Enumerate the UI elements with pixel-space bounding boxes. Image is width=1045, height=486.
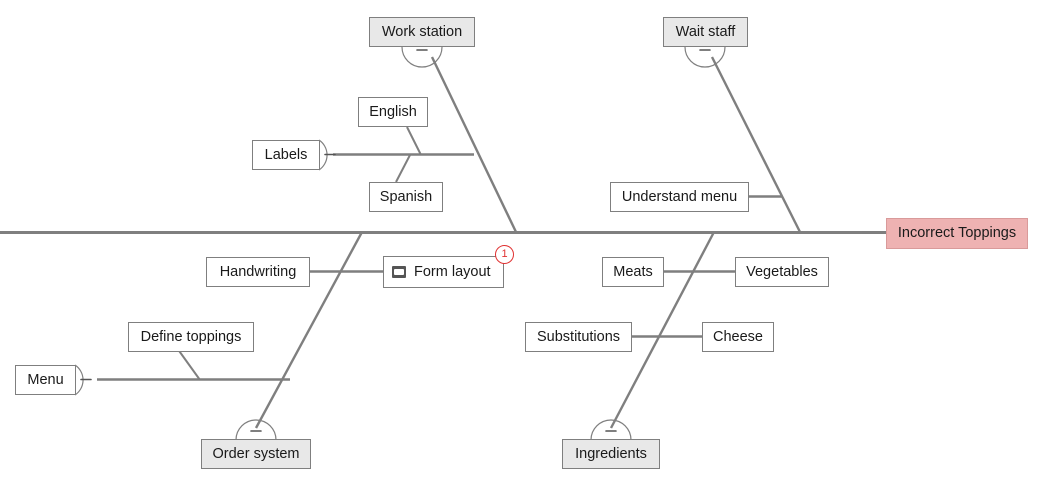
cause-label-labels: Labels xyxy=(264,146,308,163)
cause-label-vegetables: Vegetables xyxy=(746,263,818,280)
branch-work-station xyxy=(430,56,518,233)
collapse-cap-work-station[interactable] xyxy=(401,46,443,68)
rib-define-toppings xyxy=(176,347,201,381)
category-label-wait-staff: Wait staff xyxy=(675,23,736,40)
cause-label-substitutions: Substitutions xyxy=(536,328,621,345)
problem-node-incorrect-toppings[interactable]: Incorrect Toppings xyxy=(886,218,1028,249)
cause-node-substitutions[interactable]: Substitutions xyxy=(525,322,632,352)
cause-node-menu[interactable]: Menu xyxy=(15,365,76,395)
cause-node-vegetables[interactable]: Vegetables xyxy=(735,257,829,287)
category-node-ingredients[interactable]: Ingredients xyxy=(562,439,660,469)
cause-node-form-layout[interactable]: Form layout xyxy=(383,256,504,288)
problem-label: Incorrect Toppings xyxy=(897,225,1017,242)
category-node-order-system[interactable]: Order system xyxy=(201,439,311,469)
cause-node-understand-menu[interactable]: Understand menu xyxy=(610,182,749,212)
cause-label-cheese: Cheese xyxy=(713,328,763,345)
collapse-cap-ingredients[interactable] xyxy=(590,419,632,441)
category-label-ingredients: Ingredients xyxy=(575,445,647,462)
category-label-work-station: Work station xyxy=(381,23,463,40)
cause-node-define-toppings[interactable]: Define toppings xyxy=(128,322,254,352)
cause-label-meats: Meats xyxy=(613,263,653,280)
cause-node-meats[interactable]: Meats xyxy=(602,257,664,287)
comment-count-value: 1 xyxy=(501,248,508,260)
collapse-cap-wait-staff[interactable] xyxy=(684,46,726,68)
cause-label-english: English xyxy=(369,103,417,120)
collapse-cap-order-system[interactable] xyxy=(235,419,277,441)
cause-label-handwriting: Handwriting xyxy=(219,263,297,280)
cause-node-english[interactable]: English xyxy=(358,97,428,127)
cause-label-form-layout: Form layout xyxy=(414,263,491,280)
cause-node-spanish[interactable]: Spanish xyxy=(369,182,443,212)
cause-node-handwriting[interactable]: Handwriting xyxy=(206,257,310,287)
note-icon xyxy=(392,266,406,278)
cause-label-understand-menu: Understand menu xyxy=(621,188,738,205)
comment-count-badge[interactable]: 1 xyxy=(495,245,514,264)
category-node-work-station[interactable]: Work station xyxy=(369,17,475,47)
cause-node-labels[interactable]: Labels xyxy=(252,140,320,170)
rib-english xyxy=(406,126,422,156)
branch-ingredients xyxy=(609,231,716,429)
cause-node-cheese[interactable]: Cheese xyxy=(702,322,774,352)
category-node-wait-staff[interactable]: Wait staff xyxy=(663,17,748,47)
category-label-order-system: Order system xyxy=(212,445,300,462)
branch-wait-staff xyxy=(710,56,802,233)
branch-order-system xyxy=(254,231,364,429)
rib-spanish xyxy=(395,154,411,183)
cause-label-menu: Menu xyxy=(27,371,64,388)
cause-label-define-toppings: Define toppings xyxy=(140,328,242,345)
cause-label-spanish: Spanish xyxy=(379,188,433,205)
